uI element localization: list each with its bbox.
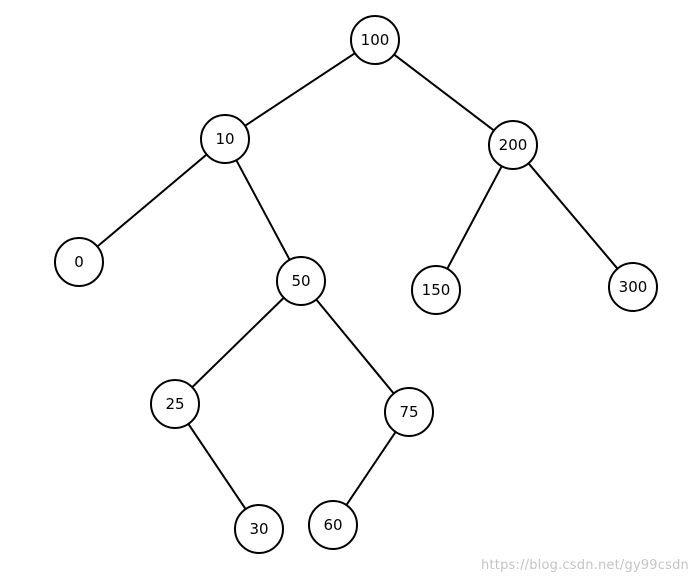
edge-10-50 (235, 159, 291, 261)
tree-node-300: 300 (608, 262, 658, 312)
tree-node-0: 0 (54, 237, 104, 287)
tree-node-25: 25 (150, 379, 200, 429)
node-circle (608, 262, 658, 312)
nodes-layer: 100 10 200 0 50 150 300 25 75 30 60 (54, 15, 658, 554)
node-label: 25 (165, 395, 184, 413)
tree-node-100: 100 (350, 15, 400, 65)
node-label: 30 (249, 520, 268, 538)
edge-200-300 (527, 162, 619, 270)
node-label: 200 (499, 136, 528, 154)
node-label: 100 (361, 31, 390, 49)
edges-layer (96, 52, 619, 510)
node-label: 150 (422, 281, 451, 299)
node-label: 300 (619, 278, 648, 296)
tree-node-60: 60 (308, 500, 358, 550)
tree-node-50: 50 (276, 256, 326, 306)
node-circle (350, 15, 400, 65)
edge-100-200 (393, 53, 495, 132)
watermark-text: https://blog.csdn.net/gy99csdn (481, 558, 689, 573)
edge-10-0 (96, 153, 208, 248)
edge-75-60 (345, 431, 397, 506)
node-circle (54, 237, 104, 287)
node-circle (200, 114, 250, 164)
node-label: 75 (399, 403, 418, 421)
edge-50-75 (315, 298, 395, 395)
node-label: 60 (323, 516, 342, 534)
node-circle (234, 504, 284, 554)
tree-node-75: 75 (384, 387, 434, 437)
node-circle (384, 387, 434, 437)
node-circle (488, 120, 538, 170)
edge-200-150 (446, 165, 503, 270)
node-circle (308, 500, 358, 550)
node-circle (411, 265, 461, 315)
node-label: 10 (215, 130, 234, 148)
node-label: 0 (74, 253, 84, 271)
edge-100-10 (244, 52, 356, 127)
edge-25-30 (187, 423, 247, 510)
tree-node-30: 30 (234, 504, 284, 554)
node-label: 50 (291, 272, 310, 290)
tree-node-200: 200 (488, 120, 538, 170)
tree-node-150: 150 (411, 265, 461, 315)
tree-node-10: 10 (200, 114, 250, 164)
node-circle (276, 256, 326, 306)
node-circle (150, 379, 200, 429)
edge-50-25 (191, 297, 285, 388)
